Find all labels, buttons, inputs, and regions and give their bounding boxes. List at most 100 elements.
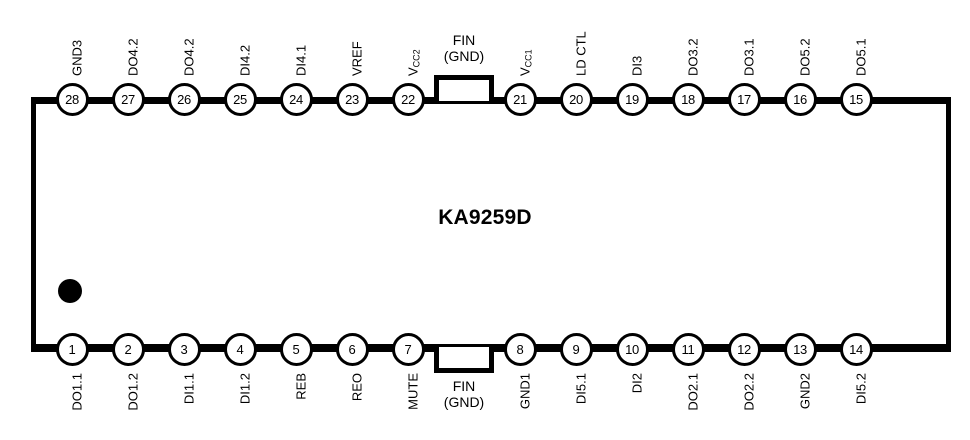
- pin-lead: [142, 96, 170, 102]
- pin-lead: [702, 346, 730, 352]
- fin-tab-bottom: [434, 347, 494, 373]
- pin-lead: [254, 346, 282, 352]
- pin-one-index-dot: [58, 279, 82, 303]
- pin-lead: [494, 346, 506, 352]
- pin-label-24: DI4.1: [293, 44, 309, 76]
- pin-number: 15: [849, 91, 863, 107]
- pin-number: 8: [516, 341, 524, 357]
- pin-lead: [198, 96, 226, 102]
- pin-lead: [310, 96, 338, 102]
- pin-label-17: DO3.1: [741, 37, 757, 76]
- pin-lead: [534, 96, 562, 102]
- pin-circle-19[interactable]: 19: [615, 82, 649, 116]
- pin-circle-13[interactable]: 13: [783, 332, 817, 366]
- pin-lead: [590, 346, 618, 352]
- pin-number: 27: [121, 91, 135, 107]
- pin-circle-14[interactable]: 14: [839, 332, 873, 366]
- pin-label-23: VREF: [349, 40, 365, 76]
- pin-label-28: GND3: [69, 39, 85, 76]
- pin-lead: [534, 346, 562, 352]
- pin-number: 1: [68, 341, 76, 357]
- pin-lead: [422, 96, 434, 102]
- pin-number: 14: [849, 341, 863, 357]
- pin-number: 18: [681, 91, 695, 107]
- pin-lead: [422, 346, 434, 352]
- pin-lead: [366, 346, 394, 352]
- pin-number: 22: [401, 91, 415, 107]
- pin-circle-15[interactable]: 15: [839, 82, 873, 116]
- pin-number: 26: [177, 91, 191, 107]
- pin-number: 13: [793, 341, 807, 357]
- fin-bottom-line2: (GND): [443, 393, 485, 410]
- pin-number: 20: [569, 91, 583, 107]
- package-body-outline: [31, 99, 951, 349]
- pin-lead: [494, 96, 506, 102]
- fin-top-line1: FIN: [452, 32, 476, 48]
- pin-label-25: DI4.2: [237, 44, 253, 76]
- pin-circle-12[interactable]: 12: [727, 332, 761, 366]
- pin-lead: [870, 346, 951, 352]
- pin-circle-9[interactable]: 9: [559, 332, 593, 366]
- pin-circle-26[interactable]: 26: [167, 82, 201, 116]
- pin-label-1: DO1.1: [69, 372, 85, 411]
- pin-circle-3[interactable]: 3: [167, 332, 201, 366]
- pin-label-16: DO5.2: [797, 37, 813, 76]
- pin-number: 3: [180, 341, 188, 357]
- part-number-label: KA9259D: [438, 206, 532, 229]
- pin-circle-17[interactable]: 17: [727, 82, 761, 116]
- pin-circle-22[interactable]: 22: [391, 82, 425, 116]
- pin-circle-7[interactable]: 7: [391, 332, 425, 366]
- pin-number: 10: [625, 341, 639, 357]
- pin-circle-23[interactable]: 23: [335, 82, 369, 116]
- pin-circle-21[interactable]: 21: [503, 82, 537, 116]
- pin-circle-20[interactable]: 20: [559, 82, 593, 116]
- pin-label-27: DO4.2: [125, 37, 141, 76]
- fin-tab-top-label: FIN(GND): [404, 32, 524, 64]
- pin-label-14: DI5.2: [853, 372, 869, 404]
- pin-circle-24[interactable]: 24: [279, 82, 313, 116]
- pin-circle-10[interactable]: 10: [615, 332, 649, 366]
- pin-circle-8[interactable]: 8: [503, 332, 537, 366]
- pin-number: 25: [233, 91, 247, 107]
- pin-label-10: DI2: [629, 372, 645, 393]
- pin-lead: [366, 96, 394, 102]
- pin-lead: [590, 96, 618, 102]
- pin-label-6: REO: [349, 372, 365, 401]
- pin-lead: [31, 96, 58, 102]
- pin-number: 11: [681, 341, 695, 357]
- pin-lead: [646, 96, 674, 102]
- pin-lead: [646, 346, 674, 352]
- pin-number: 23: [345, 91, 359, 107]
- pin-circle-5[interactable]: 5: [279, 332, 313, 366]
- pin-label-2: DO1.2: [125, 372, 141, 411]
- pin-circle-16[interactable]: 16: [783, 82, 817, 116]
- pin-label-19: DI3: [629, 55, 645, 76]
- pin-lead: [814, 96, 842, 102]
- pin-number: 12: [737, 341, 751, 357]
- pin-circle-25[interactable]: 25: [223, 82, 257, 116]
- pin-number: 16: [793, 91, 807, 107]
- pin-circle-18[interactable]: 18: [671, 82, 705, 116]
- pin-label-4: DI1.2: [237, 372, 253, 404]
- pin-lead: [254, 96, 282, 102]
- pin-circle-2[interactable]: 2: [111, 332, 145, 366]
- pin-lead: [86, 96, 114, 102]
- fin-bottom-line1: FIN: [452, 378, 476, 394]
- pin-lead: [198, 346, 226, 352]
- pin-number: 7: [404, 341, 412, 357]
- pin-label-9: DI5.1: [573, 372, 589, 404]
- fin-tab-top: [434, 75, 494, 101]
- pin-lead: [702, 96, 730, 102]
- pin-circle-4[interactable]: 4: [223, 332, 257, 366]
- pin-circle-28[interactable]: 28: [55, 82, 89, 116]
- pin-circle-11[interactable]: 11: [671, 332, 705, 366]
- pin-number: 24: [289, 91, 303, 107]
- pin-circle-6[interactable]: 6: [335, 332, 369, 366]
- pin-lead: [142, 346, 170, 352]
- pin-circle-27[interactable]: 27: [111, 82, 145, 116]
- pin-label-13: GND2: [797, 372, 813, 409]
- pin-circle-1[interactable]: 1: [55, 332, 89, 366]
- pin-number: 2: [124, 341, 132, 357]
- pin-lead: [758, 96, 786, 102]
